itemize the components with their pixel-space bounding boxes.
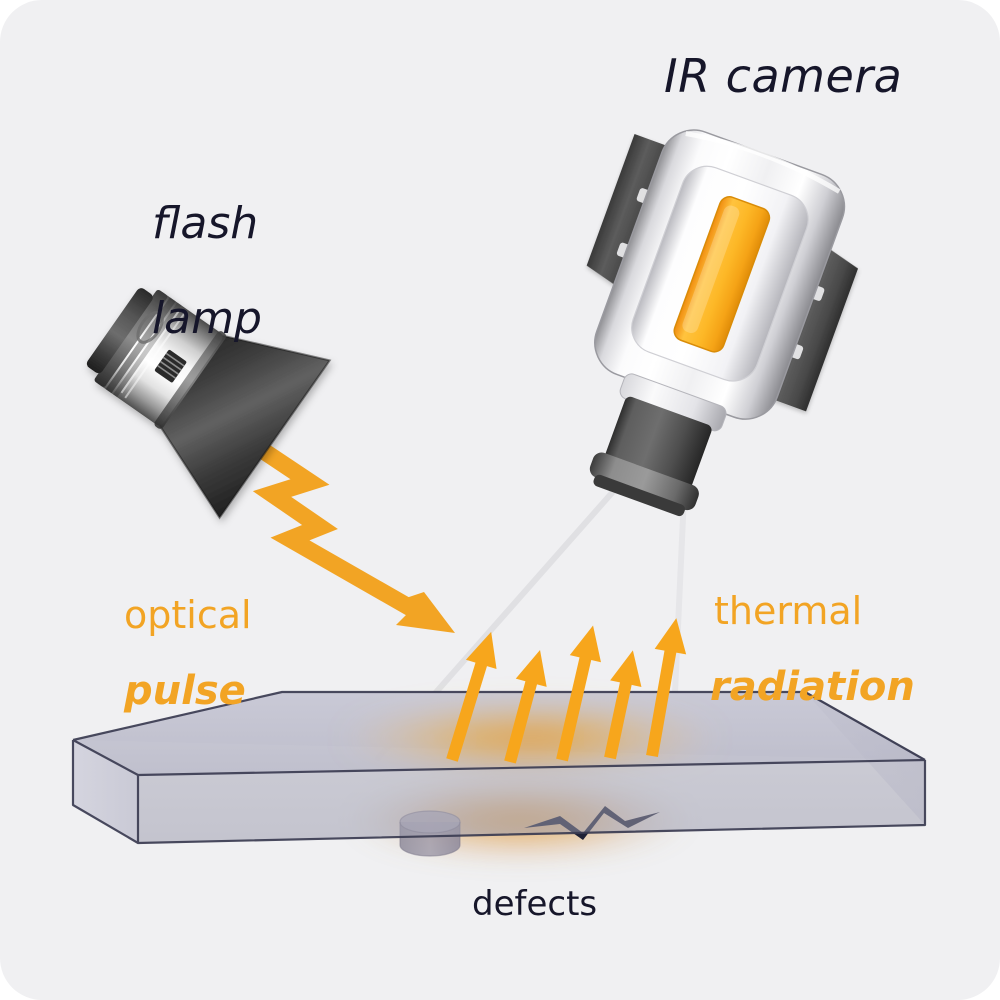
label-flash-lamp-line1: flash [151, 197, 259, 249]
thermal-arrows-group [446, 618, 687, 764]
up-arrow-icon [504, 649, 547, 764]
label-ir-camera: IR camera [664, 49, 903, 103]
up-arrow-icon [604, 650, 642, 760]
heat-glow-icon [340, 702, 720, 774]
ir-camera-icon [586, 129, 859, 517]
specimen-slab-icon [71, 690, 927, 862]
flash-lamp-icon [86, 288, 332, 520]
lightning-arrow-icon [245, 434, 455, 633]
label-flash-lamp: flash lamp [96, 152, 262, 390]
label-thermal-line2: radiation [710, 664, 915, 711]
up-arrow-icon [556, 625, 601, 762]
label-flash-lamp-line2: lamp [151, 292, 262, 344]
label-thermal-line1: thermal [714, 588, 863, 633]
up-arrow-icon [646, 618, 687, 758]
up-arrow-icon [446, 631, 497, 762]
label-defects: defects [472, 884, 598, 924]
label-optical-pulse: optical pulse [124, 560, 252, 748]
label-optical-line2: pulse [124, 668, 246, 715]
label-thermal-radiation: thermal radiation [710, 556, 915, 744]
label-optical-line1: optical [124, 592, 252, 637]
